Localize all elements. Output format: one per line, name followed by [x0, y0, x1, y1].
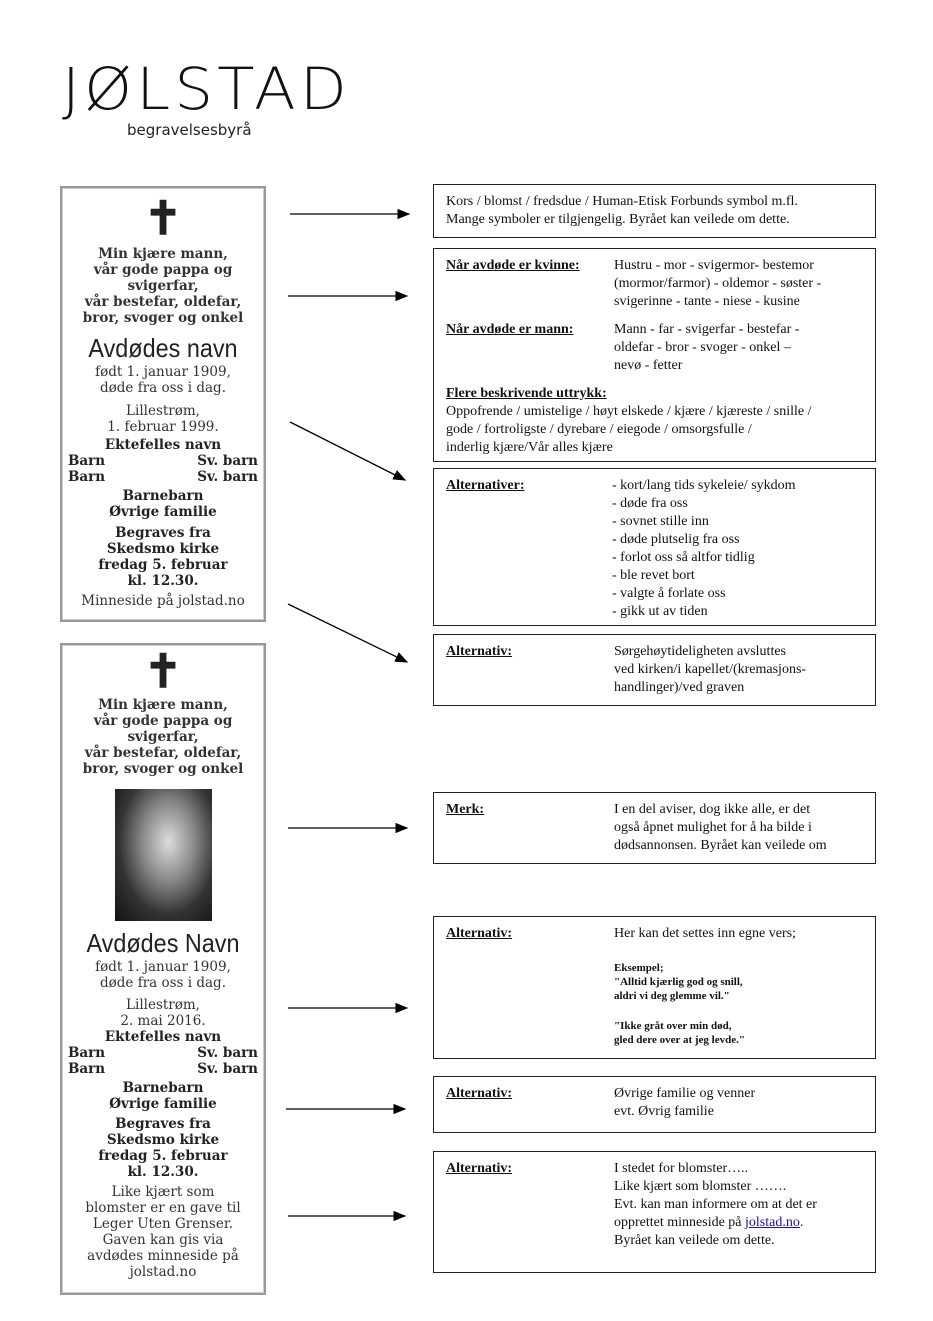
verse-box: Alternativ: Her kan det settes inn egne …: [433, 916, 876, 1059]
grandchildren-text: Barnebarn Øvrige familie: [109, 1080, 217, 1112]
alternatives-label: Alternativer:: [446, 478, 525, 493]
obituary-example-1: ✝ Min kjære mann, vår gode pappa og svig…: [60, 186, 266, 622]
dates-text: født 1. januar 1909, døde fra oss i dag.: [95, 959, 231, 991]
arrow-line: [287, 603, 409, 663]
ceremony-text: Sørgehøytideligheten avsluttes ved kirke…: [614, 644, 807, 695]
deceased-name: Avdødes Navn: [86, 928, 240, 958]
woman-label: Når avdøde er kvinne:: [446, 258, 580, 273]
gift-text: Like kjært som blomster er en gave til L…: [85, 1184, 241, 1280]
logo-wordmark: JØLSTAD: [62, 55, 351, 123]
spouse-name: Ektefelles navn: [104, 437, 222, 453]
cross-icon: ✝: [143, 191, 183, 245]
note-label: Merk:: [446, 802, 485, 817]
ceremony-box: Alternativ: Sørgehøytideligheten avslutt…: [433, 634, 876, 706]
alternative-label: Alternativ:: [446, 644, 513, 659]
example-label: Eksempel;: [614, 962, 664, 974]
more-text: Oppofrende / umistelige / høyt elskede /…: [446, 404, 812, 455]
verse-example-2: "Ikke gråt over min død, gled dere over …: [614, 1020, 745, 1046]
logo-tagline: begravelsesbyrå: [127, 121, 252, 139]
verse-intro: Her kan det settes inn egne vers;: [614, 926, 796, 941]
alternative-label: Alternativ:: [446, 1086, 513, 1101]
verse-example-1: "Alltid kjærlig god og snill, aldri vi d…: [614, 976, 743, 1002]
man-label: Når avdøde er mann:: [446, 322, 574, 337]
alternatives-list: - kort/lang tids sykeleie/ sykdom - døde…: [612, 478, 796, 619]
logo: JØLSTAD begravelsesbyrå: [62, 60, 362, 150]
deceased-photo: [114, 789, 212, 921]
photo-note-box: Merk: I en del aviser, dog ikke alle, er…: [433, 792, 876, 864]
intro-text: Min kjære mann, vår gode pappa og sviger…: [82, 697, 244, 777]
woman-text: Hustru - mor - svigermor- bestemor (morm…: [614, 258, 822, 309]
arrow-line: [289, 421, 407, 481]
man-text: Mann - far - svigerfar - bestefar - olde…: [614, 322, 800, 373]
note-text: I en del aviser, dog ikke alle, er det o…: [614, 802, 827, 853]
grandchildren-text: Barnebarn Øvrige familie: [109, 488, 217, 520]
cross-icon: ✝: [143, 644, 183, 698]
family-text: Øvrige familie og venner evt. Øvrig fami…: [614, 1086, 756, 1119]
family-box: Alternativ: Øvrige familie og venner evt…: [433, 1076, 876, 1133]
flowers-box: Alternativ: I stedet for blomster….. Lik…: [433, 1151, 876, 1273]
dates-text: født 1. januar 1909, døde fra oss i dag.: [95, 364, 231, 396]
memorial-text: Minneside på jolstad.no: [81, 593, 245, 609]
funeral-text: Begraves fra Skedsmo kirke fredag 5. feb…: [98, 525, 228, 589]
funeral-text: Begraves fra Skedsmo kirke fredag 5. feb…: [98, 1116, 228, 1180]
relation-info-box: Når avdøde er kvinne: Hustru - mor - svi…: [433, 248, 876, 462]
flowers-text: I stedet for blomster….. Like kjært som …: [614, 1161, 817, 1248]
deceased-name: Avdødes navn: [88, 333, 238, 363]
alternative-label: Alternativ:: [446, 1161, 513, 1176]
symbol-info-box: Kors / blomst / fredsdue / Human-Etisk F…: [433, 184, 876, 238]
memorial-link[interactable]: jolstad.no: [745, 1215, 800, 1230]
intro-text: Min kjære mann, vår gode pappa og sviger…: [82, 246, 244, 326]
alternative-label: Alternativ:: [446, 926, 513, 941]
place-text: Lillestrøm, 2. mai 2016.: [120, 997, 206, 1029]
spouse-name: Ektefelles navn: [104, 1029, 222, 1045]
obituary-example-2: ✝ Min kjære mann, vår gode pappa og svig…: [60, 643, 266, 1295]
box-text: Kors / blomst / fredsdue / Human-Etisk F…: [446, 194, 798, 227]
more-label: Flere beskrivende uttrykk:: [446, 386, 607, 401]
place-text: Lillestrøm, 1. februar 1999.: [107, 403, 219, 435]
alternatives-box: Alternativer: - kort/lang tids sykeleie/…: [433, 468, 876, 626]
